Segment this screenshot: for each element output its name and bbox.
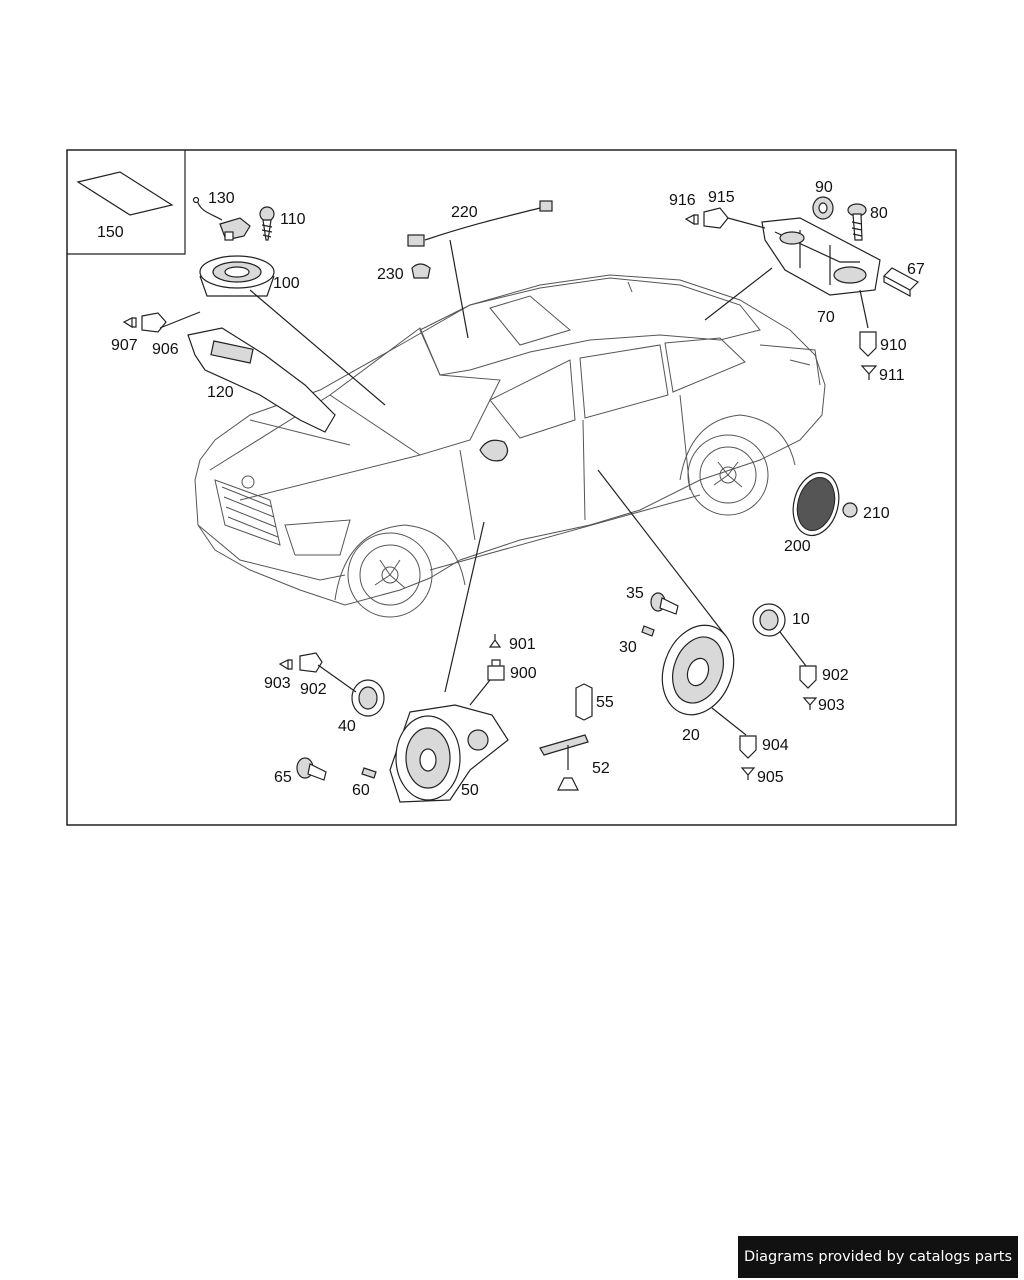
label-30: 30 [619, 639, 637, 656]
part-90-grommet [812, 196, 834, 220]
part-916-terminal [684, 214, 699, 226]
label-902-left: 902 [300, 681, 327, 698]
part-30-screw [641, 625, 655, 637]
part-900-connector [487, 659, 505, 681]
part-906-connector [141, 312, 167, 333]
part-70-speaker-housing [761, 217, 881, 296]
label-150: 150 [97, 224, 124, 241]
part-903-terminal-left [278, 659, 293, 671]
label-65: 65 [274, 769, 292, 786]
label-110: 110 [280, 211, 306, 228]
label-20: 20 [682, 727, 700, 744]
label-10: 10 [792, 611, 810, 628]
inset-box [67, 150, 186, 255]
part-60-screw [361, 767, 377, 779]
part-80-screw [847, 203, 867, 241]
label-906: 906 [152, 341, 179, 358]
label-80: 80 [870, 205, 888, 222]
label-900: 900 [510, 665, 537, 682]
part-907-terminal [122, 317, 137, 329]
label-911: 911 [879, 367, 905, 384]
part-10-ring [752, 603, 786, 637]
part-200-grille [792, 471, 840, 537]
part-150-pad [76, 171, 174, 216]
part-911-terminal [860, 365, 878, 380]
label-200: 200 [784, 538, 811, 555]
label-120: 120 [207, 384, 234, 401]
part-915-connector [703, 207, 729, 229]
label-210: 210 [863, 505, 890, 522]
car-illustration [194, 274, 826, 618]
label-230: 230 [377, 266, 404, 283]
label-916: 916 [669, 192, 696, 209]
part-55-block [575, 683, 593, 721]
part-220-cable [407, 200, 553, 247]
leader-lines [159, 217, 869, 736]
label-903-right: 903 [818, 697, 845, 714]
label-902-right: 902 [822, 667, 849, 684]
part-110-screw [259, 206, 275, 241]
label-35: 35 [626, 585, 644, 602]
label-907: 907 [111, 337, 138, 354]
part-210-cap [842, 502, 858, 518]
label-901: 901 [509, 636, 536, 653]
label-220: 220 [451, 204, 478, 221]
label-910: 910 [880, 337, 907, 354]
part-901-terminal [488, 634, 502, 648]
part-910-connector [859, 331, 877, 357]
label-100: 100 [273, 275, 300, 292]
part-905-terminal [740, 767, 756, 780]
part-100-speaker [199, 255, 275, 297]
label-50: 50 [461, 782, 479, 799]
label-52: 52 [592, 760, 610, 777]
label-40: 40 [338, 718, 356, 735]
footer-credit: Diagrams provided by catalogs parts [738, 1236, 1018, 1278]
part-52-strip [539, 734, 589, 791]
label-130: 130 [208, 190, 235, 207]
part-35-screw [650, 592, 679, 615]
part-230-clip [411, 263, 431, 279]
part-50-woofer [389, 704, 509, 803]
part-903-terminal-right [802, 697, 818, 710]
label-905: 905 [757, 769, 784, 786]
part-130-sensor [192, 196, 251, 241]
label-915: 915 [708, 189, 735, 206]
label-70: 70 [817, 309, 835, 326]
part-40-ring [351, 679, 385, 717]
part-65-screw [296, 757, 327, 781]
callout-labels: 150 130 110 220 230 100 907 906 120 916 … [97, 179, 925, 799]
label-67: 67 [907, 261, 925, 278]
part-902-connector-left [299, 652, 323, 673]
part-67-foam [883, 267, 919, 298]
part-902-connector-right [799, 665, 817, 689]
label-903-left: 903 [264, 675, 291, 692]
diagram-frame [66, 149, 957, 826]
label-904: 904 [762, 737, 789, 754]
label-60: 60 [352, 782, 370, 799]
part-904-connector [739, 735, 757, 759]
part-120-trim-panel [187, 327, 336, 433]
label-90: 90 [815, 179, 833, 196]
part-20-speaker [661, 624, 735, 716]
label-55: 55 [596, 694, 614, 711]
